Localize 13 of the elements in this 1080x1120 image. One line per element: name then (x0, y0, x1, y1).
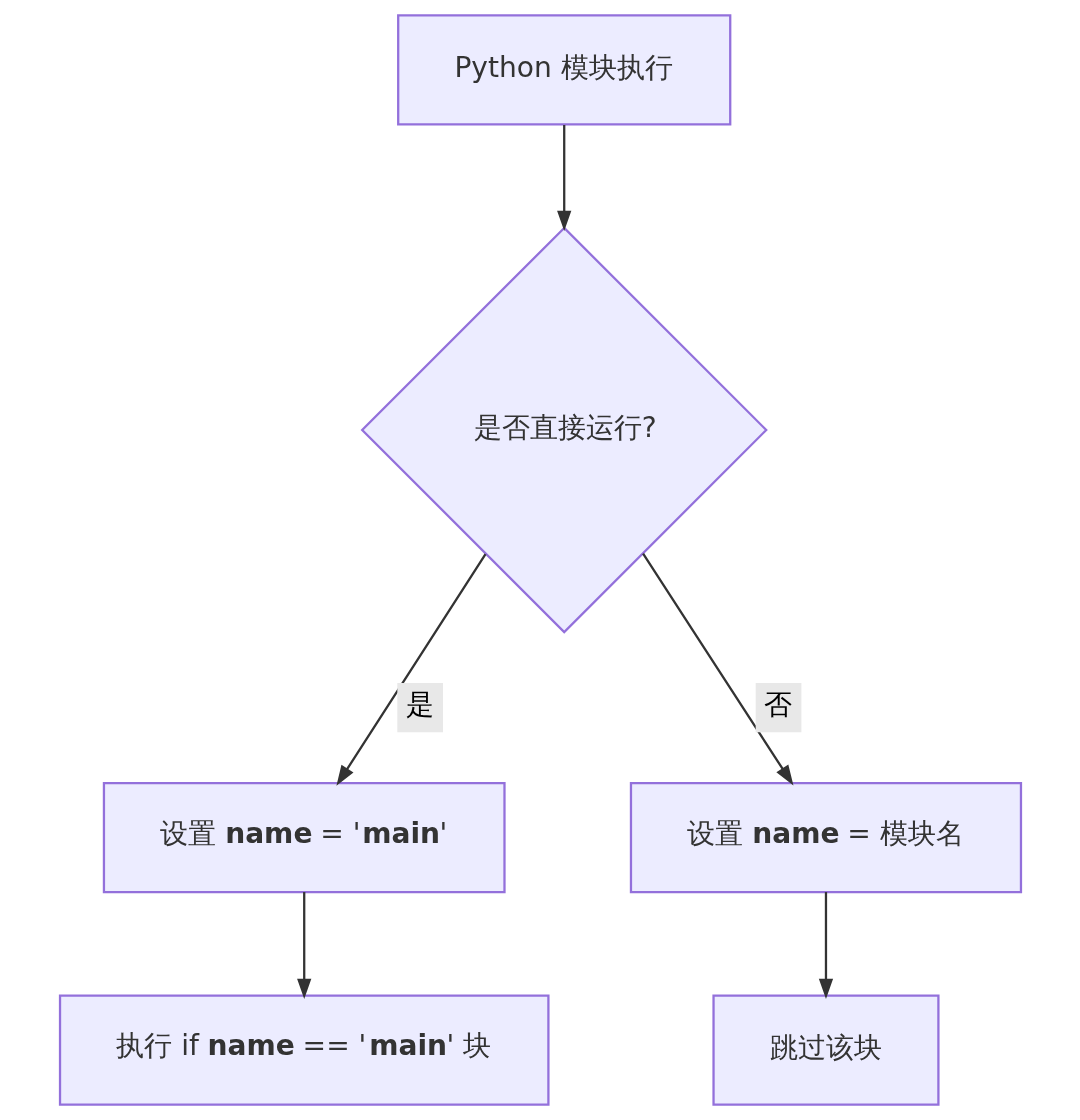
arrow (641, 552, 793, 786)
node-box: 执行 if name == 'main' 块 (58, 994, 550, 1106)
node-box: 跳过该块 (711, 994, 940, 1106)
node-box: 设置 name = 'main' (102, 781, 506, 894)
node-diamond: 是否直接运行? (360, 226, 768, 634)
edge-label: 是 (405, 688, 434, 722)
node-box: Python 模块执行 (396, 14, 731, 126)
arrow (556, 125, 571, 232)
arrow (818, 892, 833, 1000)
node-box: 设置 name = 模块名 (629, 781, 1022, 894)
arrow (335, 553, 486, 786)
arrow (296, 892, 311, 1000)
edge-label: 否 (763, 688, 792, 722)
